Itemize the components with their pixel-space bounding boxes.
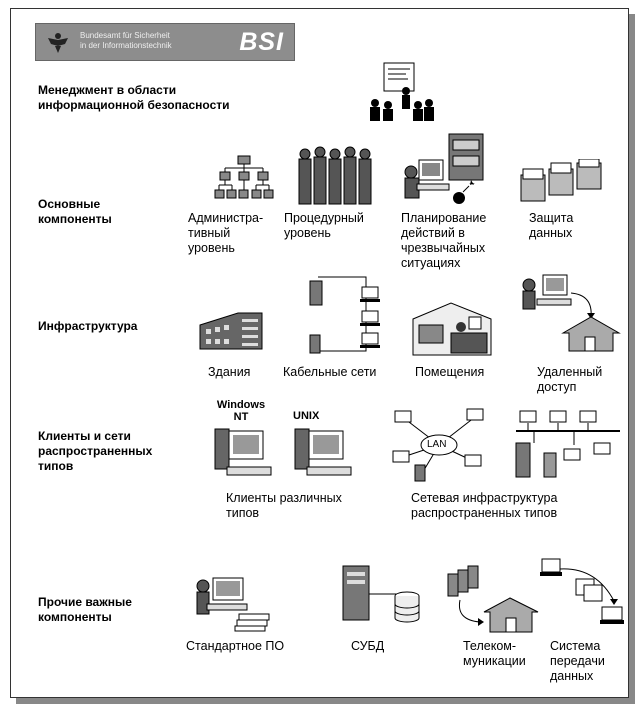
unix-pc-icon <box>294 428 352 476</box>
telecom-icon <box>447 565 539 633</box>
label-network: Сетевая инфраструктура распространенных … <box>411 491 558 520</box>
label-data-transfer: Система передачи данных <box>550 639 605 683</box>
label-clients: Клиенты различных типов <box>226 491 342 520</box>
lan-diagram-icon <box>392 408 484 482</box>
people-group-icon <box>298 146 372 205</box>
label-standard-software: Стандартное ПО <box>186 639 285 653</box>
presentation-icon <box>370 62 434 121</box>
agency-name: Bundesamt für Sicherheit in der Informat… <box>80 31 172 51</box>
org-chart-icon <box>214 155 274 199</box>
label-remote: Удаленный доступ <box>537 365 603 394</box>
standard-software-icon <box>196 577 270 632</box>
bsi-header: Bundesamt für Sicherheit in der Informat… <box>35 23 295 61</box>
network-topology-icon <box>515 410 620 478</box>
label-admin: Администра- тивный уровень <box>188 211 264 255</box>
agency-name-line1: Bundesamt für Sicherheit <box>80 31 170 40</box>
row-label-infrastructure: Инфраструктура <box>38 319 138 333</box>
label-telecom: Телеком- муникации <box>463 639 526 668</box>
label-buildings: Здания <box>208 365 251 379</box>
building-icon <box>199 312 263 350</box>
remote-access-icon <box>522 274 621 352</box>
label-lan: LAN <box>427 439 447 450</box>
label-emergency: Планирование действий в чрезвычайных сит… <box>401 211 487 270</box>
label-rooms: Помещения <box>415 365 485 379</box>
row-label-other-components: Прочие важные компоненты <box>38 595 132 624</box>
emergency-planning-icon <box>404 133 484 204</box>
federal-eagle-icon <box>48 33 68 53</box>
room-icon <box>412 302 492 356</box>
row-label-basic-components: Основные компоненты <box>38 197 112 226</box>
data-archive-icon <box>520 159 602 202</box>
windows-pc-icon <box>214 428 272 476</box>
agency-name-line2: in der Informationstechnik <box>80 41 172 50</box>
data-transfer-icon <box>540 558 624 624</box>
label-data-protection: Защита данных <box>529 211 574 240</box>
label-unix: UNIX <box>293 410 320 422</box>
row-label-clients-networks: Клиенты и сети распространенных типов <box>38 429 153 473</box>
bsi-logo: BSI <box>239 28 284 56</box>
row-label-management: Менеджмент в области информационной безо… <box>38 83 230 112</box>
database-server-icon <box>342 565 420 623</box>
label-windows-nt: Windows NT <box>216 399 266 423</box>
label-dbms: СУБД <box>351 639 385 653</box>
label-procedural: Процедурный уровень <box>284 211 364 240</box>
cabling-icon <box>309 276 380 354</box>
label-cabling: Кабельные сети <box>283 365 377 379</box>
slide-frame: Bundesamt für Sicherheit in der Informat… <box>10 8 629 698</box>
